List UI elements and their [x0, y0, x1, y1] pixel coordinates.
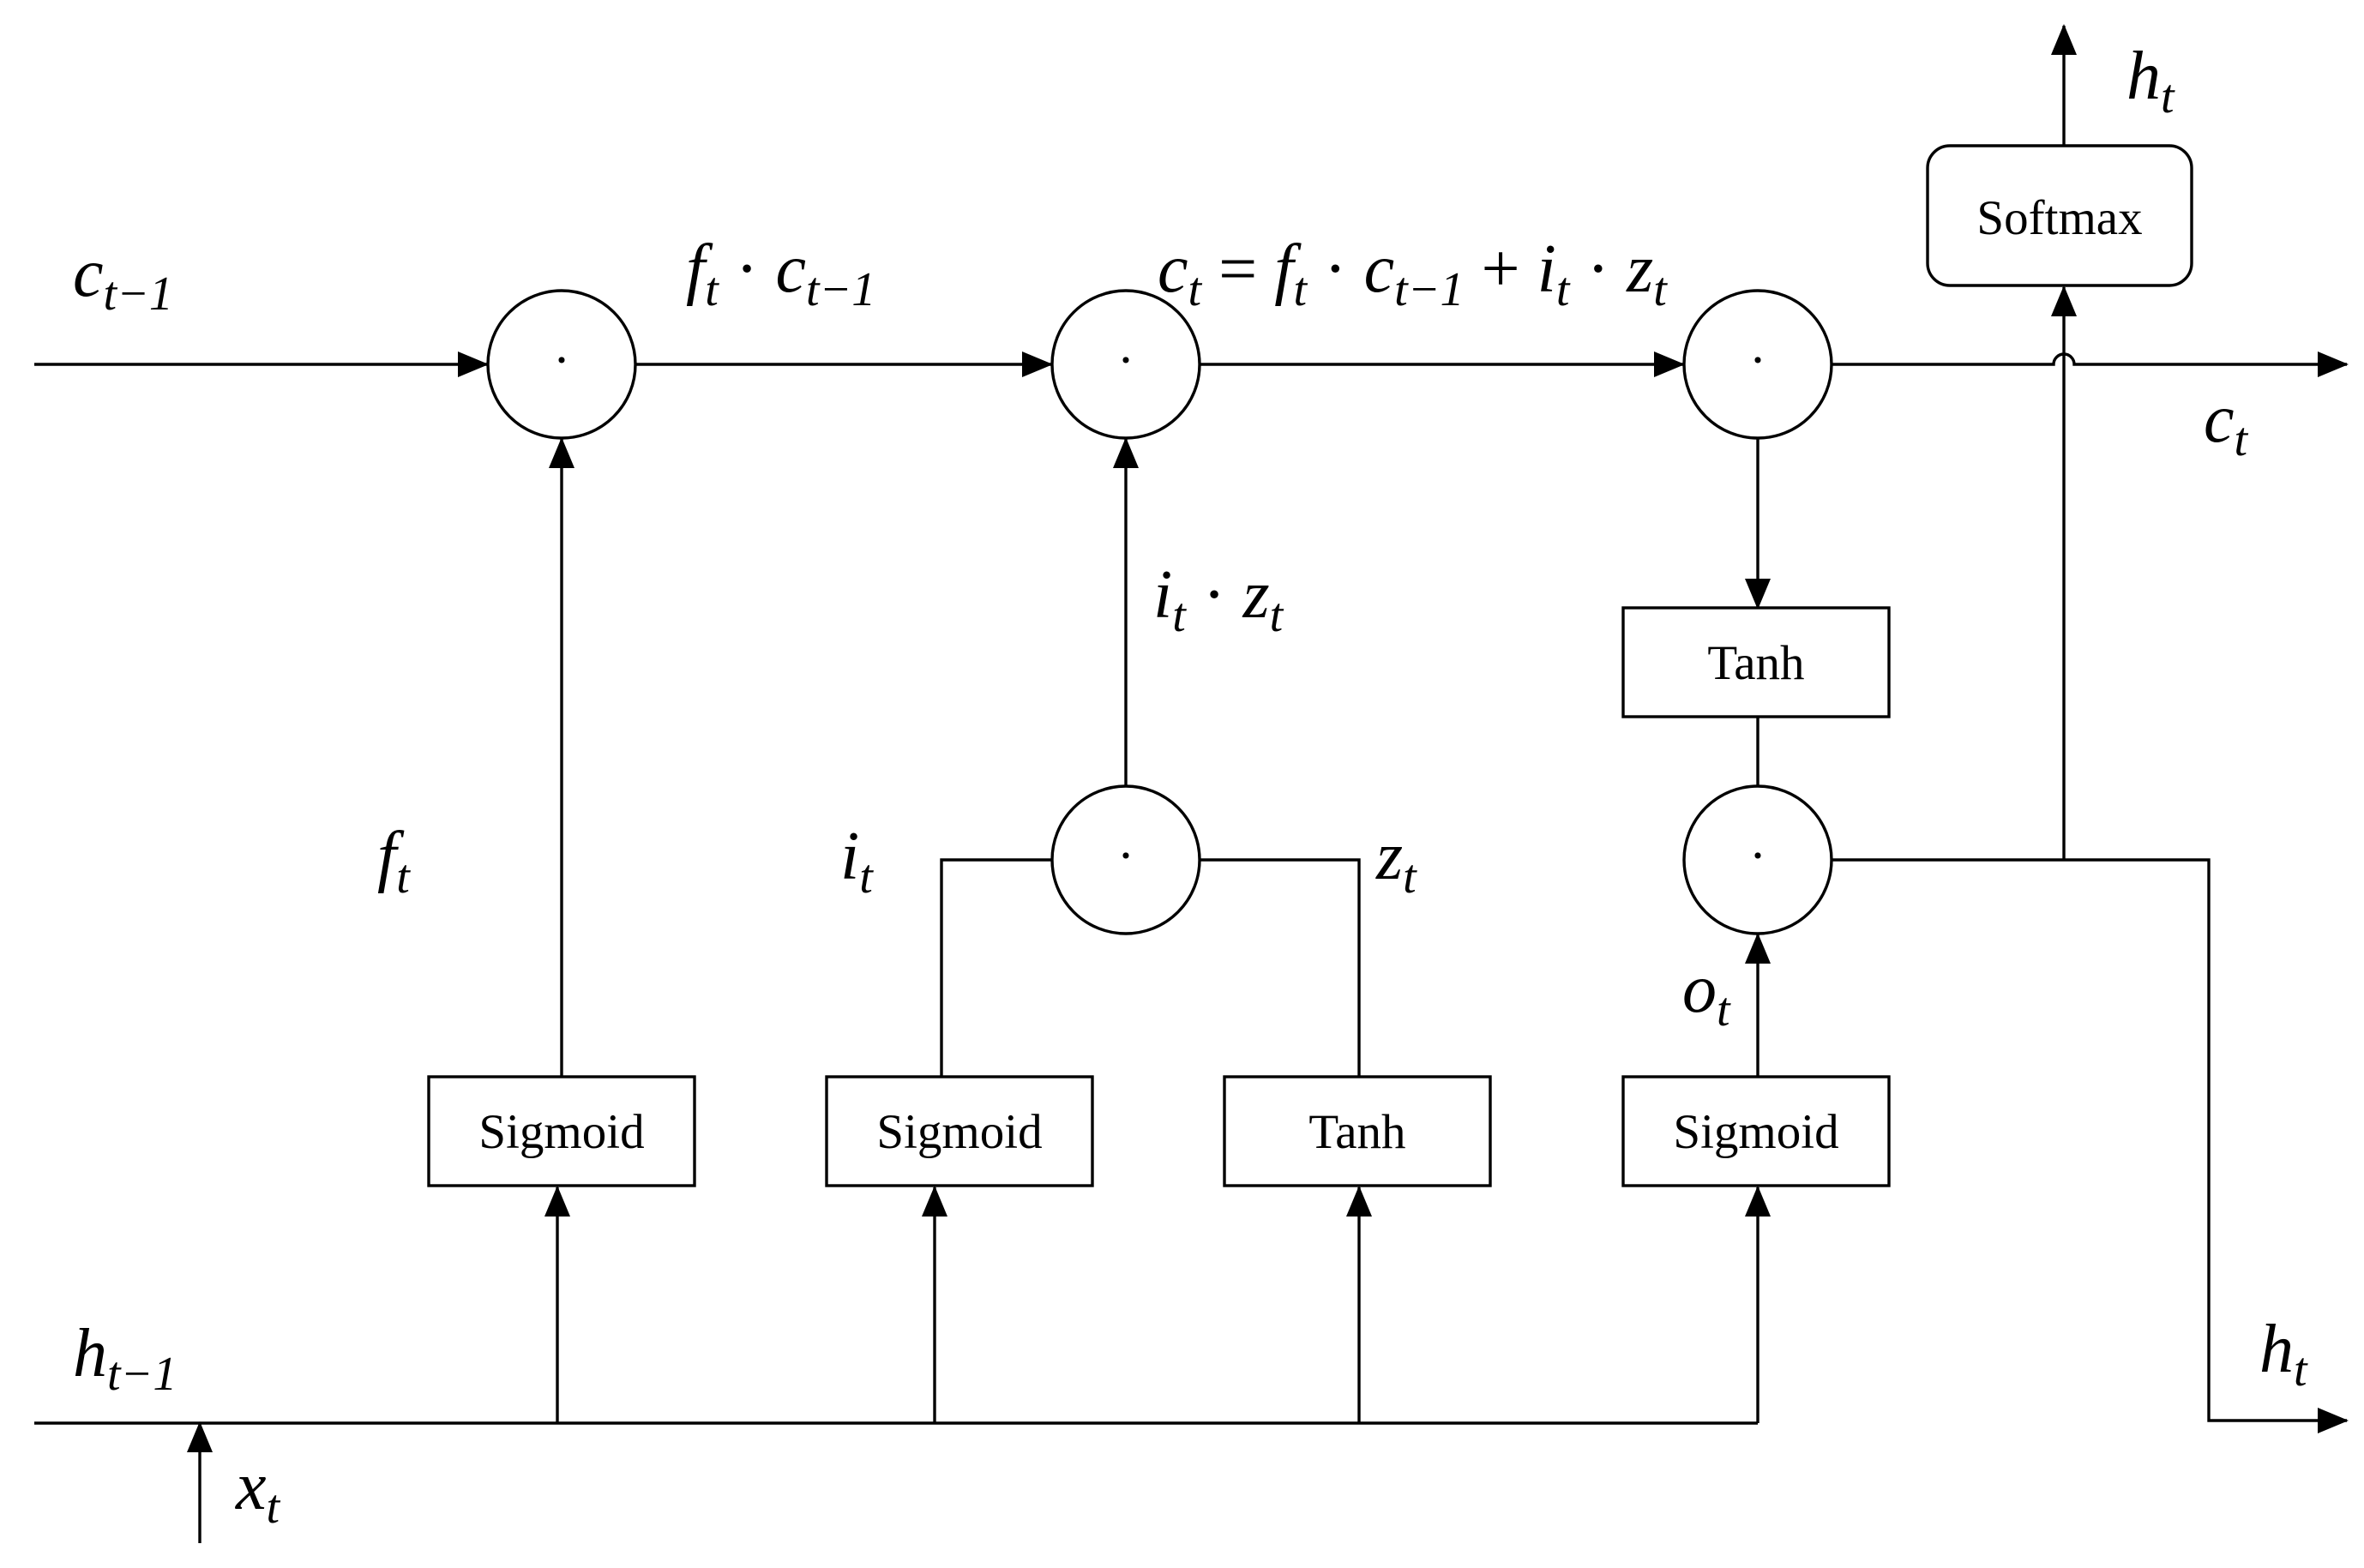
label-c-prev: ct−1	[73, 236, 173, 321]
mul-node-cell: ·	[1050, 289, 1201, 440]
block-label: Tanh	[1707, 636, 1804, 690]
sigmoid-input-block: Sigmoid	[825, 1075, 1094, 1187]
softmax-block: Softmax	[1926, 144, 2193, 287]
mul-node-input: ·	[1050, 784, 1201, 935]
label-h-right: ht	[2259, 1312, 2308, 1397]
sigmoid-output-block: Sigmoid	[1621, 1075, 1891, 1187]
mul-node-out-cell: ·	[1682, 289, 1833, 440]
tanh-candidate-block: Tanh	[1223, 1075, 1492, 1187]
label-h-prev: ht−1	[73, 1316, 177, 1401]
tanh-cell-block: Tanh	[1621, 606, 1891, 718]
mul-symbol: ·	[1749, 827, 1766, 884]
label-h-top: ht	[2126, 39, 2175, 123]
mul-node-output: ·	[1682, 784, 1833, 935]
label-x: xt	[235, 1449, 281, 1534]
block-label: Tanh	[1308, 1105, 1405, 1159]
mul-node-forget: ·	[486, 289, 637, 440]
block-label: Softmax	[1976, 191, 2142, 245]
mul-symbol: ·	[1117, 332, 1134, 388]
label-c-out: ct	[2204, 381, 2249, 466]
wire-zt	[1200, 858, 1361, 1077]
label-forget-product: ft · ct−1	[686, 231, 875, 316]
label-zt: zt	[1375, 819, 1417, 904]
mul-symbol: ·	[553, 332, 570, 388]
label-input-product: it · zt	[1153, 557, 1284, 642]
wire-c-out	[1832, 351, 2349, 377]
block-label: Sigmoid	[478, 1105, 644, 1159]
label-ot: ot	[1682, 952, 1731, 1036]
block-label: Sigmoid	[1673, 1105, 1838, 1159]
label-ft: ft	[377, 819, 411, 904]
block-label: Sigmoid	[876, 1105, 1042, 1159]
sigmoid-forget-block: Sigmoid	[427, 1075, 696, 1187]
wire-h-out	[1832, 858, 2349, 1433]
mul-symbol: ·	[1749, 332, 1766, 388]
label-cell-update: ct = ft · ct−1 + it · zt	[1158, 231, 1668, 316]
mul-symbol: ·	[1117, 827, 1134, 884]
label-it: it	[840, 819, 874, 904]
wire-it	[940, 858, 1051, 1077]
